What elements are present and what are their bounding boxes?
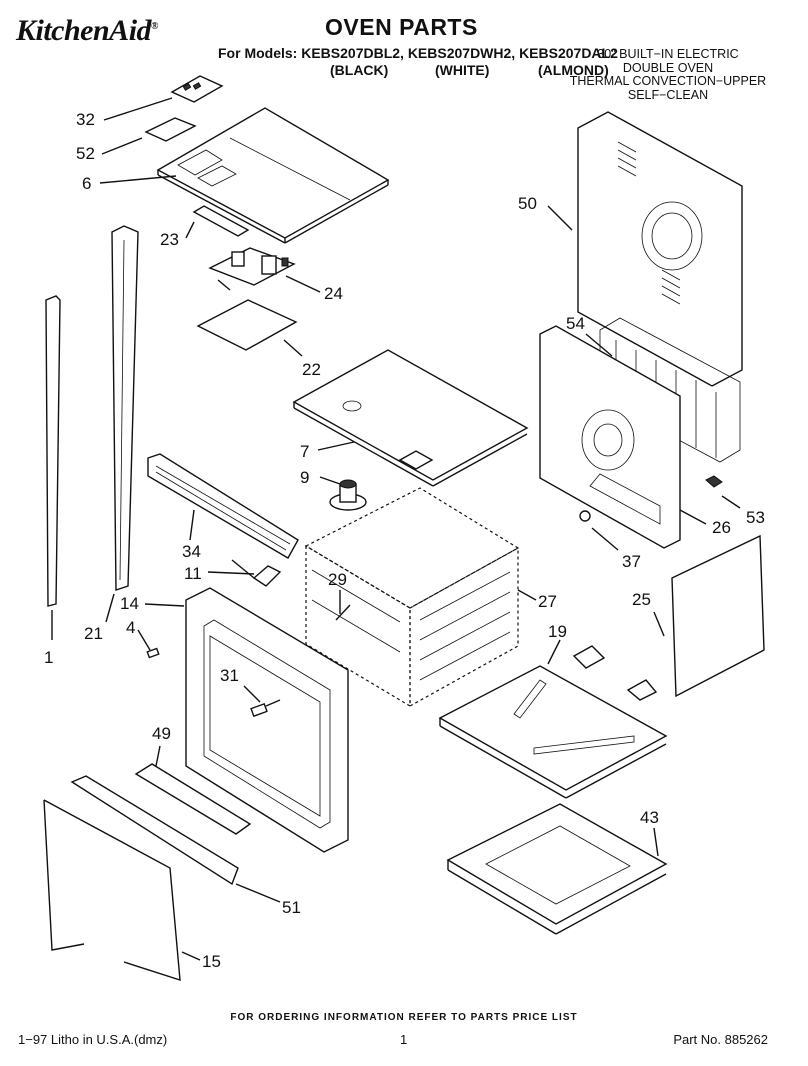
callout-29: 29 [328, 570, 347, 589]
callout-24: 24 [324, 284, 343, 303]
product-description: 30" BUILT−IN ELECTRIC DOUBLE OVEN THERMA… [553, 47, 783, 102]
callout-26: 26 [712, 518, 731, 537]
part-24-bracket [208, 247, 296, 291]
callout-9: 9 [300, 468, 310, 487]
part-32-trim [170, 75, 224, 103]
callout-23: 23 [160, 230, 179, 249]
part-51-handle [70, 775, 239, 886]
callout-4: 4 [126, 618, 136, 637]
part-1-trim-strip [45, 295, 61, 607]
page-number: 1 [400, 1032, 408, 1047]
part-31-element [250, 699, 281, 718]
part-11-switch [231, 559, 282, 587]
callout-53: 53 [746, 508, 765, 527]
model-color-white: (WHITE) [435, 62, 490, 78]
page-title: OVEN PARTS [325, 14, 478, 40]
description-line-4: SELF−CLEAN [627, 87, 709, 102]
litho-info: 1−97 Litho in U.S.A.(dmz) [18, 1032, 168, 1047]
part-14-door-frame [185, 587, 349, 853]
callout-11: 11 [184, 564, 202, 583]
callout-27: 27 [538, 592, 557, 611]
callout-37: 37 [622, 552, 641, 571]
part-26-convection-panel [539, 325, 681, 549]
part-43-tray [446, 803, 668, 935]
part-23-strip [192, 205, 250, 237]
models-line: For Models: KEBS207DBL2, KEBS207DWH2, KE… [218, 45, 618, 61]
callout-43: 43 [640, 808, 659, 827]
callout-6: 6 [82, 174, 92, 193]
callout-14: 14 [120, 594, 139, 613]
part-53-clip [705, 475, 723, 488]
callout-15: 15 [202, 952, 221, 971]
part-37-fitting [579, 510, 591, 522]
part-50-rear-panel [577, 111, 743, 387]
description-line-1: 30" BUILT−IN ELECTRIC [597, 47, 739, 61]
callout-50: 50 [518, 194, 537, 213]
brand-name: KitchenAid [16, 14, 152, 47]
callout-22: 22 [302, 360, 321, 379]
part-25-side-panel [671, 534, 765, 698]
callout-52: 52 [76, 144, 95, 163]
part-27-oven-liner [304, 487, 520, 708]
part-9-motor [329, 479, 367, 511]
callout-49: 49 [152, 724, 171, 743]
model-color-black: (BLACK) [330, 62, 389, 78]
callout-34: 34 [182, 542, 201, 561]
callout-7: 7 [300, 442, 310, 461]
part-29-rod [335, 604, 351, 621]
description-line-3: THERMAL CONVECTION−UPPER [569, 74, 767, 88]
part-number: Part No. 885262 [673, 1032, 768, 1047]
brand-logo: KitchenAid® [16, 14, 159, 48]
callout-21: 21 [84, 624, 103, 643]
registered-mark: ® [151, 21, 159, 32]
part-22-sheet [196, 299, 298, 351]
callout-19: 19 [548, 622, 567, 641]
callout-1: 1 [44, 648, 54, 667]
callout-54: 54 [566, 314, 585, 333]
leader-lines [51, 97, 741, 961]
part-34-vent-grille [147, 453, 299, 559]
callout-51: 51 [282, 898, 301, 917]
part-19-bottom-panel [438, 645, 668, 799]
part-49-trim [134, 763, 252, 835]
part-6-top-panel [156, 107, 390, 244]
model-color-almond: (ALMOND) [538, 62, 609, 78]
description-line-2: DOUBLE OVEN [622, 60, 714, 75]
part-7-panel [292, 349, 529, 487]
callout-31: 31 [220, 666, 239, 685]
ordering-info: FOR ORDERING INFORMATION REFER TO PARTS … [230, 1012, 578, 1023]
callout-32: 32 [76, 110, 95, 129]
part-52-bracket [144, 117, 197, 142]
part-15-gasket [43, 799, 181, 981]
callout-25: 25 [632, 590, 651, 609]
part-4-screw [146, 647, 160, 659]
part-21-side-rail [111, 225, 139, 591]
